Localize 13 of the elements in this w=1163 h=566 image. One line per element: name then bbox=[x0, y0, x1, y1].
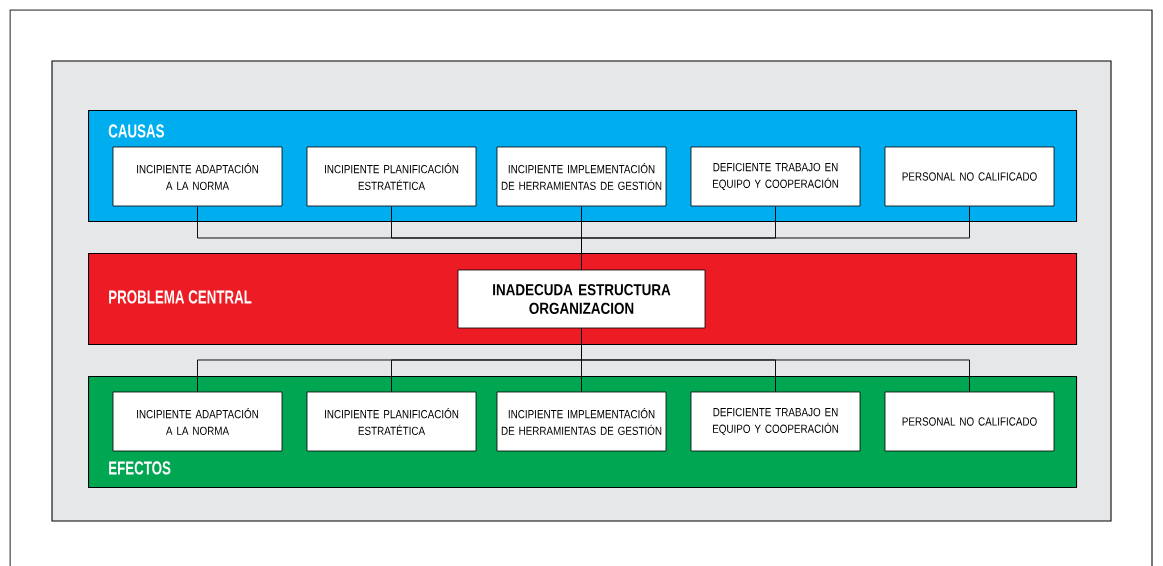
text-box: INCIPIENTE ADAPTACIÓN A LA NORMA bbox=[112, 391, 283, 452]
text-box: DEFICIENTE TRABAJO EN EQUIPO Y COOPERACIÓN bbox=[690, 146, 861, 207]
text-box: INCIPIENTE IMPLEMENTACIÓN DE HERRAMIENTAS DE GESTIÓN bbox=[496, 146, 667, 207]
text-box: INCIPIENTE PLANIFICACIÓN ESTRATÉTICA bbox=[306, 391, 477, 452]
text-box: INCIPIENTE PLANIFICACIÓN ESTRATÉTICA bbox=[306, 146, 477, 207]
text-box: INCIPIENTE ADAPTACIÓN A LA NORMA bbox=[112, 146, 283, 207]
connector-line bbox=[581, 327, 970, 393]
text-box: INCIPIENTE IMPLEMENTACIÓN DE HERRAMIENTAS DE GESTIÓN bbox=[496, 391, 667, 452]
connector-line bbox=[581, 205, 970, 271]
text-box: DEFICIENTE TRABAJO EN EQUIPO Y COOPERACIÓN bbox=[690, 391, 861, 452]
text-box: PERSONAL NO CALIFICADO bbox=[884, 146, 1055, 207]
problem-box: INADECUDA ESTRUCTURA ORGANIZACION bbox=[457, 269, 706, 329]
text-box: PERSONAL NO CALIFICADO bbox=[884, 391, 1055, 452]
